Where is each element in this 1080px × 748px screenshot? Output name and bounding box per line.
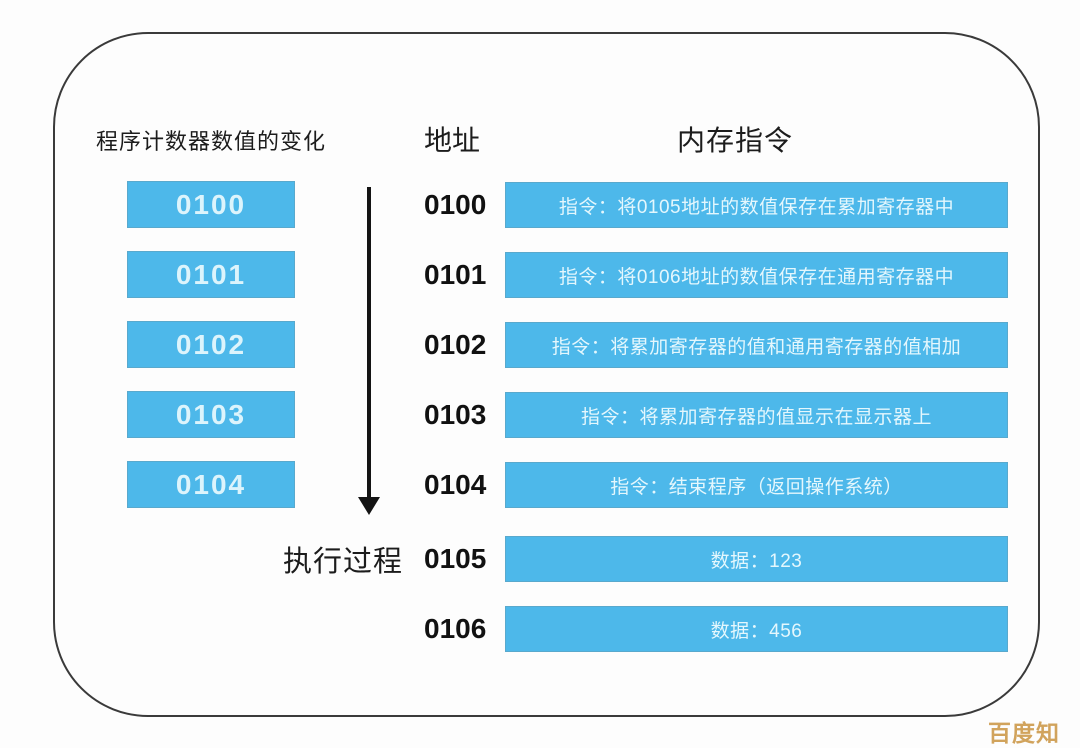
- memory-cell: 数据：456: [505, 606, 1008, 652]
- memory-address: 0106: [424, 613, 487, 644]
- pc-value-box: 0103: [127, 391, 295, 438]
- pc-value-box: 0101: [127, 251, 295, 298]
- pc-value-box: 0102: [127, 321, 295, 368]
- memory-rows: 0100 指令：将0105地址的数值保存在累加寄存器中 0101 指令：将0106地址…: [424, 182, 1008, 652]
- address-column-title: 地址: [424, 125, 481, 156]
- memory-cell: 指令：将累加寄存器的值和通用寄存器的值相加: [505, 322, 1008, 368]
- memory-row: 0105 数据：123: [424, 536, 1008, 582]
- memory-cell: 指令：将0105地址的数值保存在累加寄存器中: [505, 182, 1008, 228]
- memory-address: 0104: [424, 469, 487, 500]
- memory-row: 0102 指令：将累加寄存器的值和通用寄存器的值相加: [424, 322, 1008, 368]
- pc-values: 0100 0101 0102 0103 0104: [127, 181, 295, 508]
- execution-arrow-line: [367, 187, 371, 499]
- memory-address: 0103: [424, 399, 487, 430]
- baidu-zhidao-watermark: 百度知道: [988, 720, 1060, 746]
- pc-value-box: 0104: [127, 461, 295, 508]
- memory-row: 0103 指令：将累加寄存器的值显示在显示器上: [424, 392, 1008, 438]
- memory-address: 0105: [424, 543, 487, 574]
- down-arrow-icon: [358, 497, 380, 515]
- memory-row: 0101 指令：将0106地址的数值保存在通用寄存器中: [424, 252, 1008, 298]
- memory-address: 0100: [424, 189, 487, 220]
- memory-cell: 指令：结束程序（返回操作系统）: [505, 462, 1008, 508]
- memory-cell: 指令：将累加寄存器的值显示在显示器上: [505, 392, 1008, 438]
- memory-row: 0100 指令：将0105地址的数值保存在累加寄存器中: [424, 182, 1008, 228]
- diagram-panel: [53, 32, 1040, 717]
- execution-process-label: 执行过程: [283, 546, 404, 578]
- memory-address: 0101: [424, 259, 487, 290]
- memory-instruction-column-title: 内存指令: [677, 125, 794, 156]
- memory-cell: 指令：将0106地址的数值保存在通用寄存器中: [505, 252, 1008, 298]
- memory-address: 0102: [424, 329, 487, 360]
- memory-row: 0106 数据：456: [424, 606, 1008, 652]
- pc-value-box: 0100: [127, 181, 295, 228]
- memory-row: 0104 指令：结束程序（返回操作系统）: [424, 462, 1008, 508]
- memory-cell: 数据：123: [505, 536, 1008, 582]
- pc-column-title: 程序计数器数值的变化: [96, 129, 327, 154]
